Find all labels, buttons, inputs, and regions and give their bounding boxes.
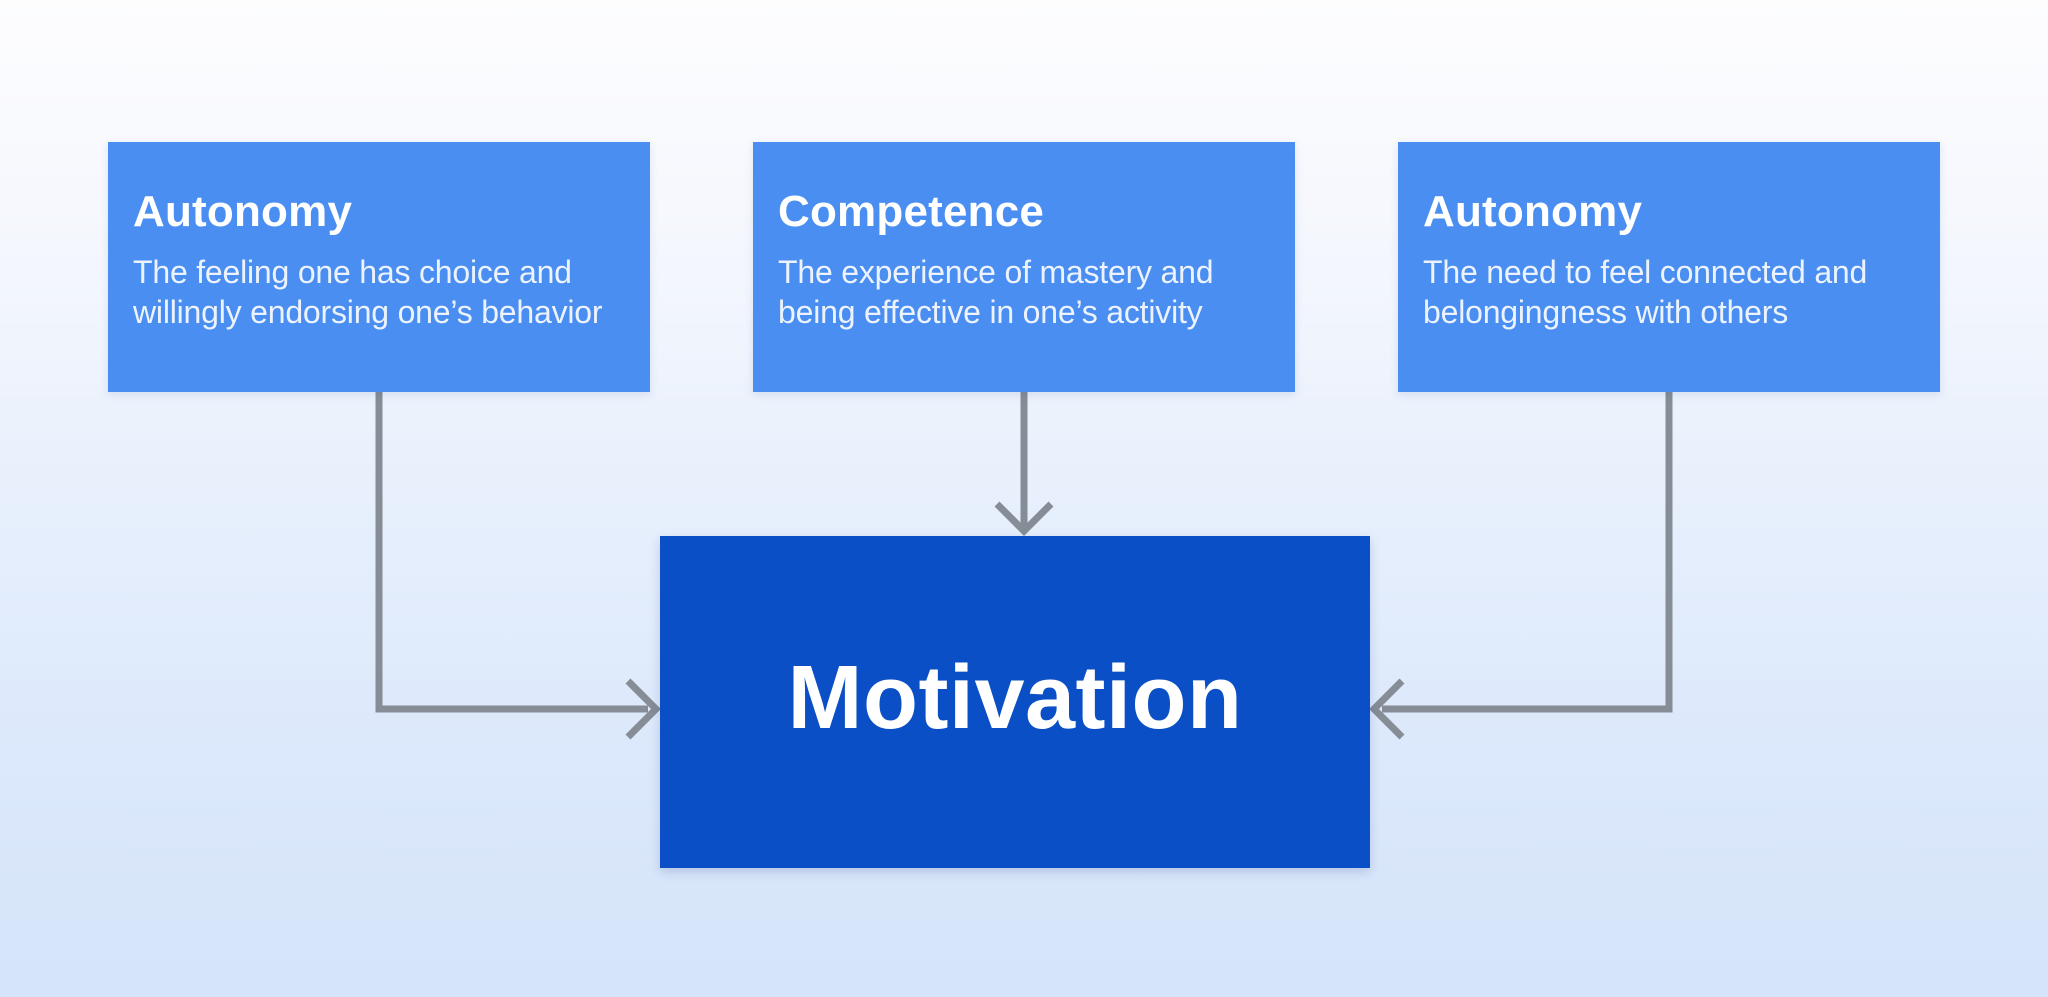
connector-right-line [1382,392,1673,713]
factor-title: Autonomy [133,187,353,236]
factor-description: The need to feel connected and belonging… [1423,254,1868,330]
arrowhead-left-icon [1369,678,1405,740]
factor-title: Competence [778,187,1045,236]
factor-box-relatedness: Autonomy The need to feel connected and … [1398,142,1940,392]
motivation-title: Motivation [787,648,1243,748]
connector-left-line [375,392,648,713]
factor-description: The feeling one has choice and willingly… [133,254,603,330]
factor-box-competence: Competence The experience of mastery and… [753,142,1295,392]
factor-title: Autonomy [1423,187,1643,236]
arrowhead-down-icon [994,501,1054,536]
arrowhead-right-icon [625,678,661,740]
factor-description: The experience of mastery and being effe… [778,254,1214,330]
factor-box-autonomy: Autonomy The feeling one has choice and … [108,142,650,392]
motivation-box: Motivation [660,536,1370,868]
